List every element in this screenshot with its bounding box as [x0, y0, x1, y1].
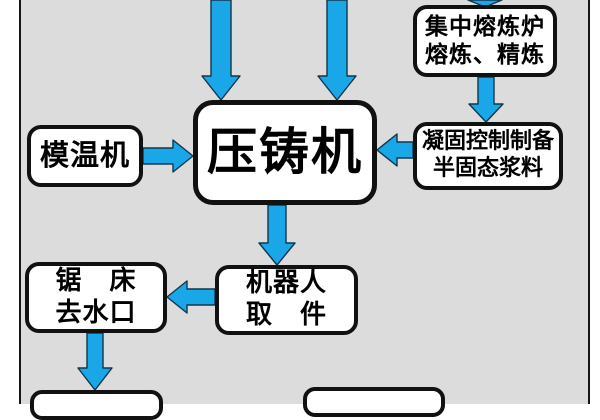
arrow-mold-temp-to-die-casting: [142, 139, 194, 173]
node-label-line: 取 件: [245, 300, 327, 330]
arrow-top-into-die-casting-left: [201, 0, 241, 101]
node-die-casting-machine: 压铸机: [193, 100, 377, 205]
node-label-line: 去水口: [55, 297, 137, 328]
node-mold-temperature-machine: 模温机: [27, 125, 143, 187]
arrow-die-casting-to-robot: [258, 204, 296, 266]
node-label-line: 锯 床: [55, 265, 137, 296]
node-solidification-control-slurry: 凝固控制制备 半固态浆料: [413, 122, 563, 190]
arrow-top-into-die-casting-right: [317, 0, 357, 101]
node-bottom-left-partial: [30, 390, 163, 420]
arrow-solidification-to-die-casting: [376, 133, 414, 167]
node-central-melting-furnace: 集中熔炼炉 熔炼、精炼: [413, 5, 557, 77]
arrow-top-into-melting-partial: [467, 0, 503, 8]
node-robot-part-extraction: 机器人 取 件: [215, 265, 358, 335]
arrow-saw-to-bottom-left: [77, 332, 113, 391]
node-label-line: 半固态浆料: [432, 156, 543, 181]
node-label-line: 凝固控制制备: [421, 129, 554, 155]
flow-arrows-layer: [77, 0, 504, 391]
node-saw-degating: 锯 床 去水口: [25, 262, 167, 333]
node-bottom-right-partial: [303, 387, 445, 417]
node-label-line: 集中熔炼炉: [425, 13, 545, 40]
arrow-melting-to-solidification: [468, 76, 504, 123]
node-label-line: 机器人: [245, 268, 327, 299]
node-label-line: 熔炼、精炼: [425, 42, 545, 68]
node-label: 模温机: [39, 138, 130, 173]
arrow-robot-to-saw: [166, 280, 216, 314]
node-label: 压铸机: [207, 123, 363, 181]
